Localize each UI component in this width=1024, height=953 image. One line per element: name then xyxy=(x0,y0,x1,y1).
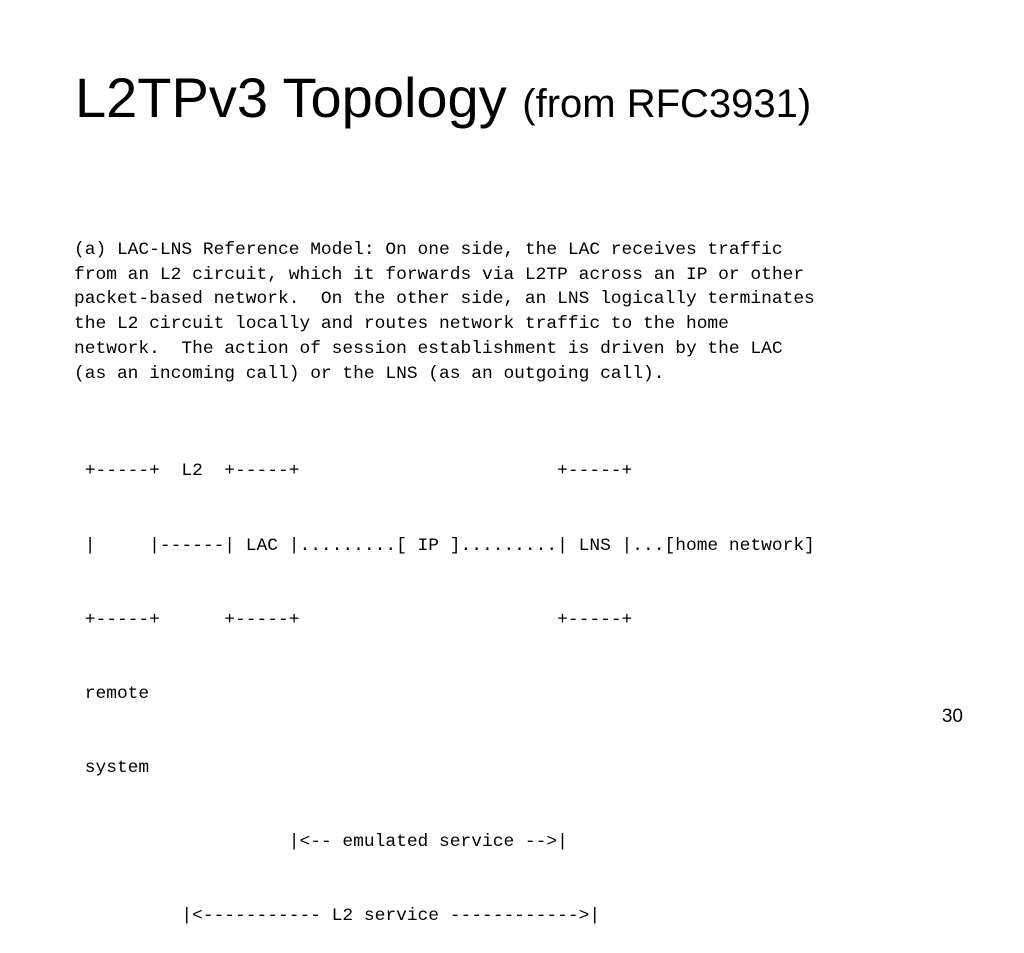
diagram-line: remote xyxy=(74,683,150,704)
diagram-line: |<-- emulated service -->| xyxy=(74,831,568,852)
paragraph-line: from an L2 circuit, which it forwards vi… xyxy=(74,264,805,285)
slide-title: L2TPv3 Topology (from RFC3931) xyxy=(75,62,811,140)
page-number: 30 xyxy=(941,706,963,727)
paragraph-line: packet-based network. On the other side,… xyxy=(74,289,815,310)
diagram-line: system xyxy=(74,757,150,778)
lac-lns-ascii-diagram: +-----+ L2 +-----+ +-----+ | |------| LA… xyxy=(74,410,815,953)
title-subtitle: (from RFC3931) xyxy=(522,82,812,126)
paragraph-line: the L2 circuit locally and routes networ… xyxy=(74,314,729,335)
rfc-excerpt-paragraph: (a) LAC-LNS Reference Model: On one side… xyxy=(74,238,815,386)
title-main: L2TPv3 Topology xyxy=(75,66,523,129)
paragraph-line: network. The action of session establish… xyxy=(74,338,783,359)
diagram-line: +-----+ L2 +-----+ +-----+ xyxy=(74,461,633,482)
diagram-line: |<----------- L2 service ------------>| xyxy=(74,905,601,926)
paragraph-line: (as an incoming call) or the LNS (as an … xyxy=(74,363,665,384)
diagram-line: | |------| LAC |.........[ IP ].........… xyxy=(74,535,815,556)
diagram-line: +-----+ +-----+ +-----+ xyxy=(74,609,633,630)
paragraph-line: (a) LAC-LNS Reference Model: On one side… xyxy=(74,240,783,260)
